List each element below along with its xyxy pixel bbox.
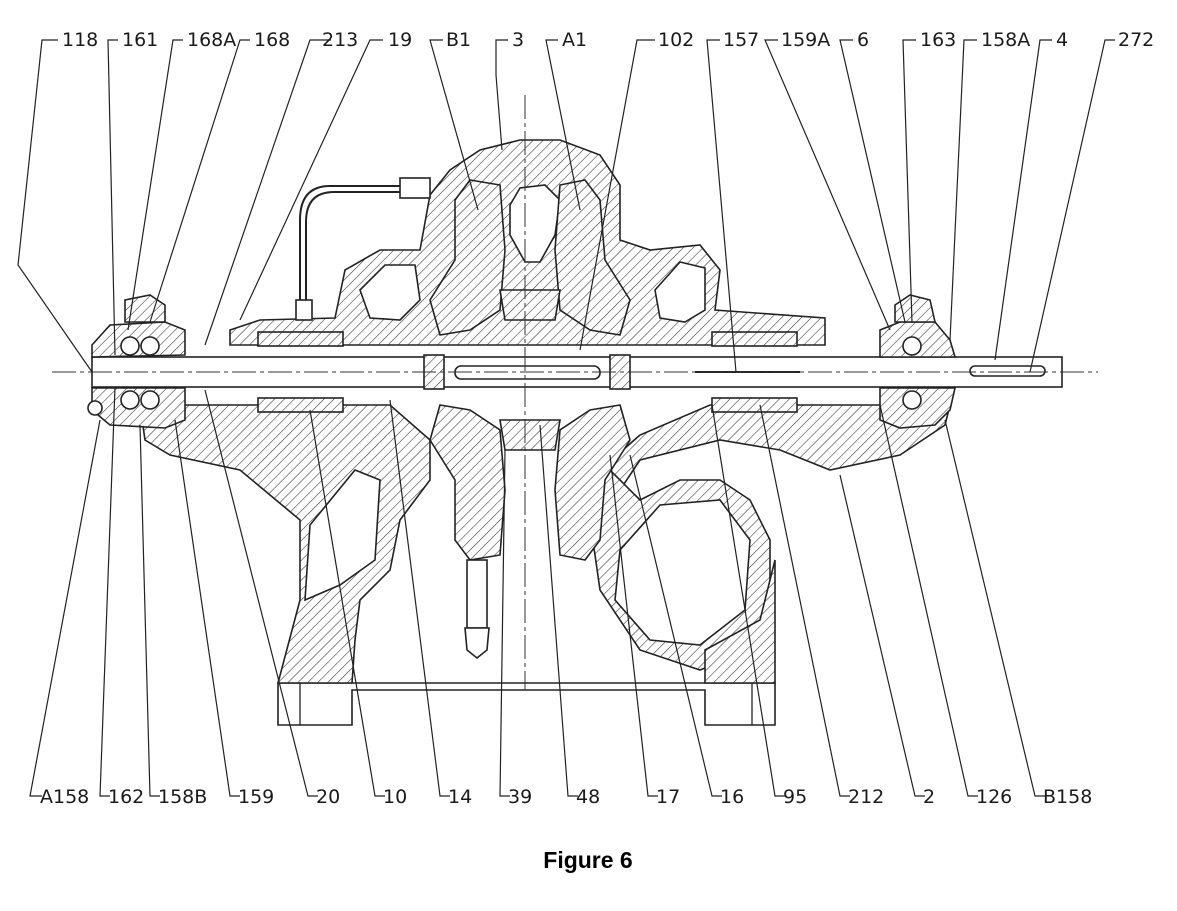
label-6: 6 <box>857 29 869 51</box>
label-a158: A158 <box>40 786 89 808</box>
label-a1: A1 <box>562 29 587 51</box>
label-157: 157 <box>723 29 759 51</box>
label-48: 48 <box>576 786 600 808</box>
label-b1: B1 <box>446 29 471 51</box>
label-159: 159 <box>238 786 274 808</box>
impeller-upper <box>429 179 506 336</box>
label-126: 126 <box>976 786 1012 808</box>
label-b158: B158 <box>1043 786 1092 808</box>
figure-caption: Figure 6 <box>543 847 632 873</box>
label-102: 102 <box>658 29 694 51</box>
packing-right <box>711 331 798 347</box>
label-20: 20 <box>316 786 340 808</box>
label-168: 168 <box>254 29 290 51</box>
label-10: 10 <box>383 786 407 808</box>
pump-drawing <box>52 95 1098 726</box>
label-39: 39 <box>508 786 532 808</box>
label-168a: 168A <box>187 29 236 51</box>
label-118: 118 <box>62 29 98 51</box>
label-158a: 158A <box>981 29 1030 51</box>
packing-left <box>257 331 344 347</box>
label-213: 213 <box>322 29 358 51</box>
label-159a: 159A <box>781 29 830 51</box>
label-2: 2 <box>923 786 935 808</box>
leader-lines <box>17 39 1115 797</box>
label-4: 4 <box>1056 29 1068 51</box>
label-158b: 158B <box>158 786 207 808</box>
balance-tube <box>299 185 405 318</box>
label-163: 163 <box>920 29 956 51</box>
label-161: 161 <box>122 29 158 51</box>
label-3: 3 <box>512 29 524 51</box>
lower-casing <box>139 404 431 684</box>
label-162: 162 <box>108 786 144 808</box>
label-17: 17 <box>656 786 680 808</box>
center-passage <box>509 184 561 263</box>
label-19: 19 <box>388 29 412 51</box>
top-labels: 118 161 168A 168 213 19 B1 3 A1 102 157 … <box>62 29 1154 51</box>
label-16: 16 <box>720 786 744 808</box>
left-bearing-housing <box>91 321 186 358</box>
bottom-labels: A158 162 158B 159 20 10 14 39 48 17 16 9… <box>40 786 1092 808</box>
pump-base <box>277 682 776 726</box>
label-95: 95 <box>783 786 807 808</box>
impeller-lower <box>429 404 506 561</box>
label-272: 272 <box>1118 29 1154 51</box>
label-14: 14 <box>448 786 472 808</box>
lower-volute-right <box>599 404 952 523</box>
label-212: 212 <box>848 786 884 808</box>
